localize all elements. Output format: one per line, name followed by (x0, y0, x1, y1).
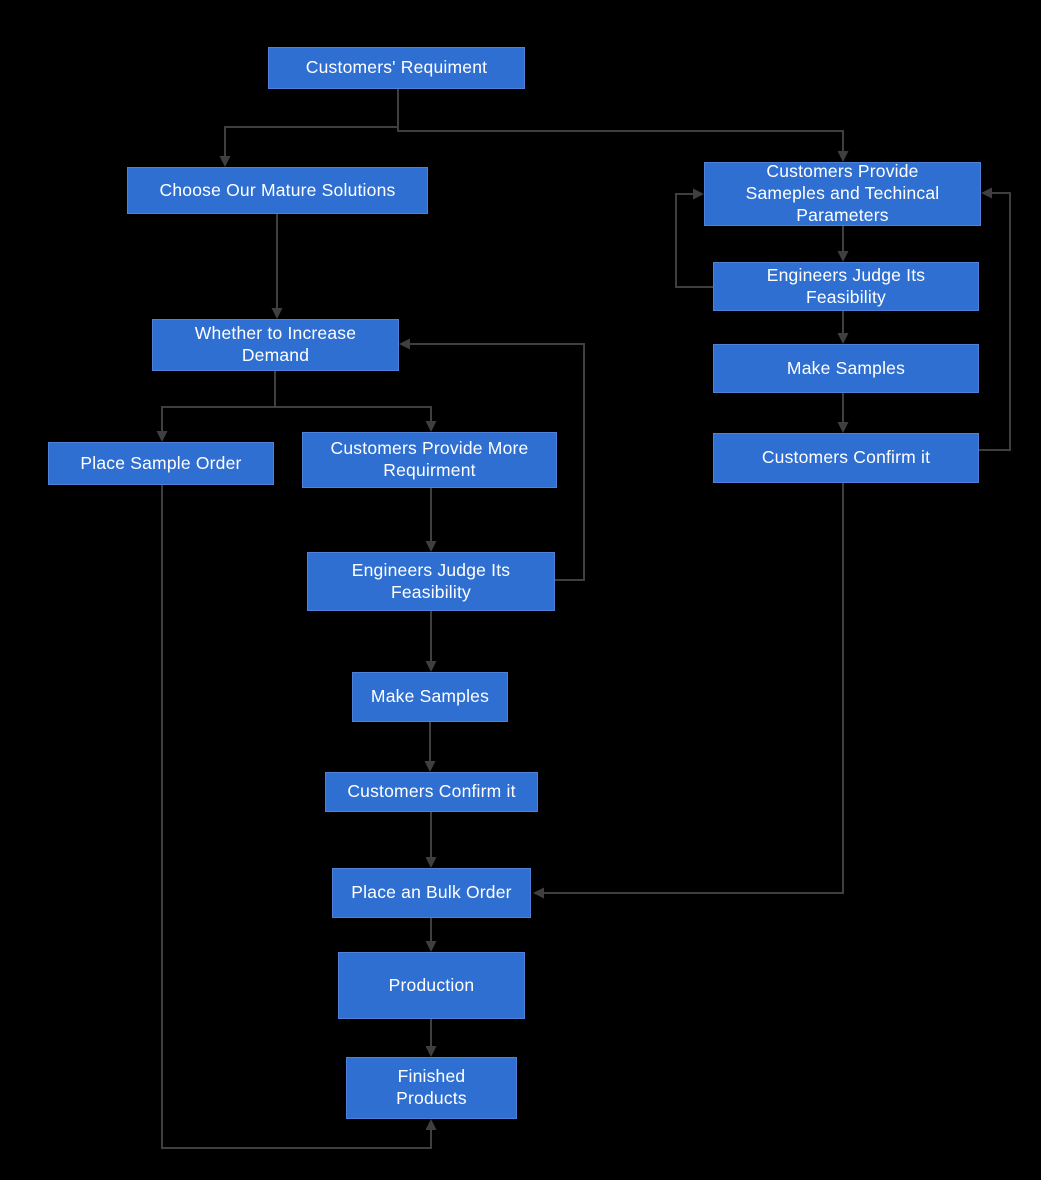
node-customers-provide-more-requirement: Customers Provide More Requirment (302, 432, 557, 488)
node-customers-confirm-left: Customers Confirm it (325, 772, 538, 812)
node-finished-products: Finished Products (346, 1057, 517, 1119)
node-label: Customers' Requiment (305, 57, 488, 78)
node-label: Place Sample Order (80, 452, 242, 473)
node-label: Engineers Judge Its Feasibility (766, 264, 926, 307)
arrowhead-down-icon (425, 857, 437, 868)
arrowhead-left-icon (533, 887, 544, 899)
arrowhead-down-icon (837, 333, 849, 344)
edge-requirement-to-solutions (224, 89, 399, 157)
arrowhead-down-icon (271, 308, 283, 319)
arrowhead-left-icon (981, 187, 992, 199)
node-customers-requirement: Customers' Requiment (268, 47, 525, 89)
node-customers-confirm-right: Customers Confirm it (713, 433, 979, 483)
node-choose-mature-solutions: Choose Our Mature Solutions (127, 167, 428, 214)
node-label: Customers Confirm it (347, 781, 516, 802)
node-place-sample-order: Place Sample Order (48, 442, 274, 485)
node-label: Make Samples (786, 357, 906, 378)
node-label: Make Samples (370, 686, 490, 707)
arrowhead-down-icon (837, 251, 849, 262)
node-label: Engineers Judge Its Feasibility (351, 559, 511, 602)
arrowhead-down-icon (424, 761, 436, 772)
arrowhead-down-icon (425, 661, 437, 672)
arrowhead-right-icon (693, 188, 704, 200)
node-production: Production (338, 952, 525, 1019)
arrowhead-down-icon (425, 1046, 437, 1057)
arrowhead-down-icon (837, 151, 849, 162)
node-label: Whether to Increase Demand (194, 323, 357, 365)
node-label: Customers Provide Sameples and Techincal… (745, 161, 940, 225)
arrowhead-left-icon (399, 338, 410, 350)
node-make-samples-right: Make Samples (713, 344, 979, 393)
node-engineers-judge-feasibility-right: Engineers Judge Its Feasibility (713, 262, 979, 311)
arrowhead-down-icon (425, 421, 437, 432)
node-make-samples-left: Make Samples (352, 672, 508, 722)
edge-confirm-right-loop-to-provide-samples (979, 192, 1011, 451)
edge-requirement-to-provide-samples (397, 127, 844, 152)
node-customers-provide-samples: Customers Provide Sameples and Techincal… (704, 161, 981, 226)
arrowhead-down-icon (156, 431, 168, 442)
node-whether-increase-demand: Whether to Increase Demand (152, 319, 399, 371)
arrowhead-down-icon (425, 941, 437, 952)
arrowhead-down-icon (837, 422, 849, 433)
edge-demand-to-sample-order (161, 371, 276, 432)
edge-demand-to-more-requirement (275, 406, 432, 422)
node-label: Customers Provide More Requirment (330, 438, 529, 480)
node-label: Choose Our Mature Solutions (159, 179, 396, 200)
arrowhead-down-icon (425, 541, 437, 552)
node-label: Customers Confirm it (761, 447, 931, 468)
node-place-bulk-order: Place an Bulk Order (332, 868, 531, 918)
arrowhead-up-icon (425, 1119, 437, 1130)
node-engineers-judge-feasibility-left: Engineers Judge Its Feasibility (307, 552, 555, 611)
node-label: Finished Products (396, 1066, 467, 1108)
arrowhead-down-icon (219, 156, 231, 167)
node-label: Production (388, 974, 475, 995)
node-label: Place an Bulk Order (351, 882, 512, 903)
edge-confirm-right-to-bulk-order (544, 483, 844, 894)
